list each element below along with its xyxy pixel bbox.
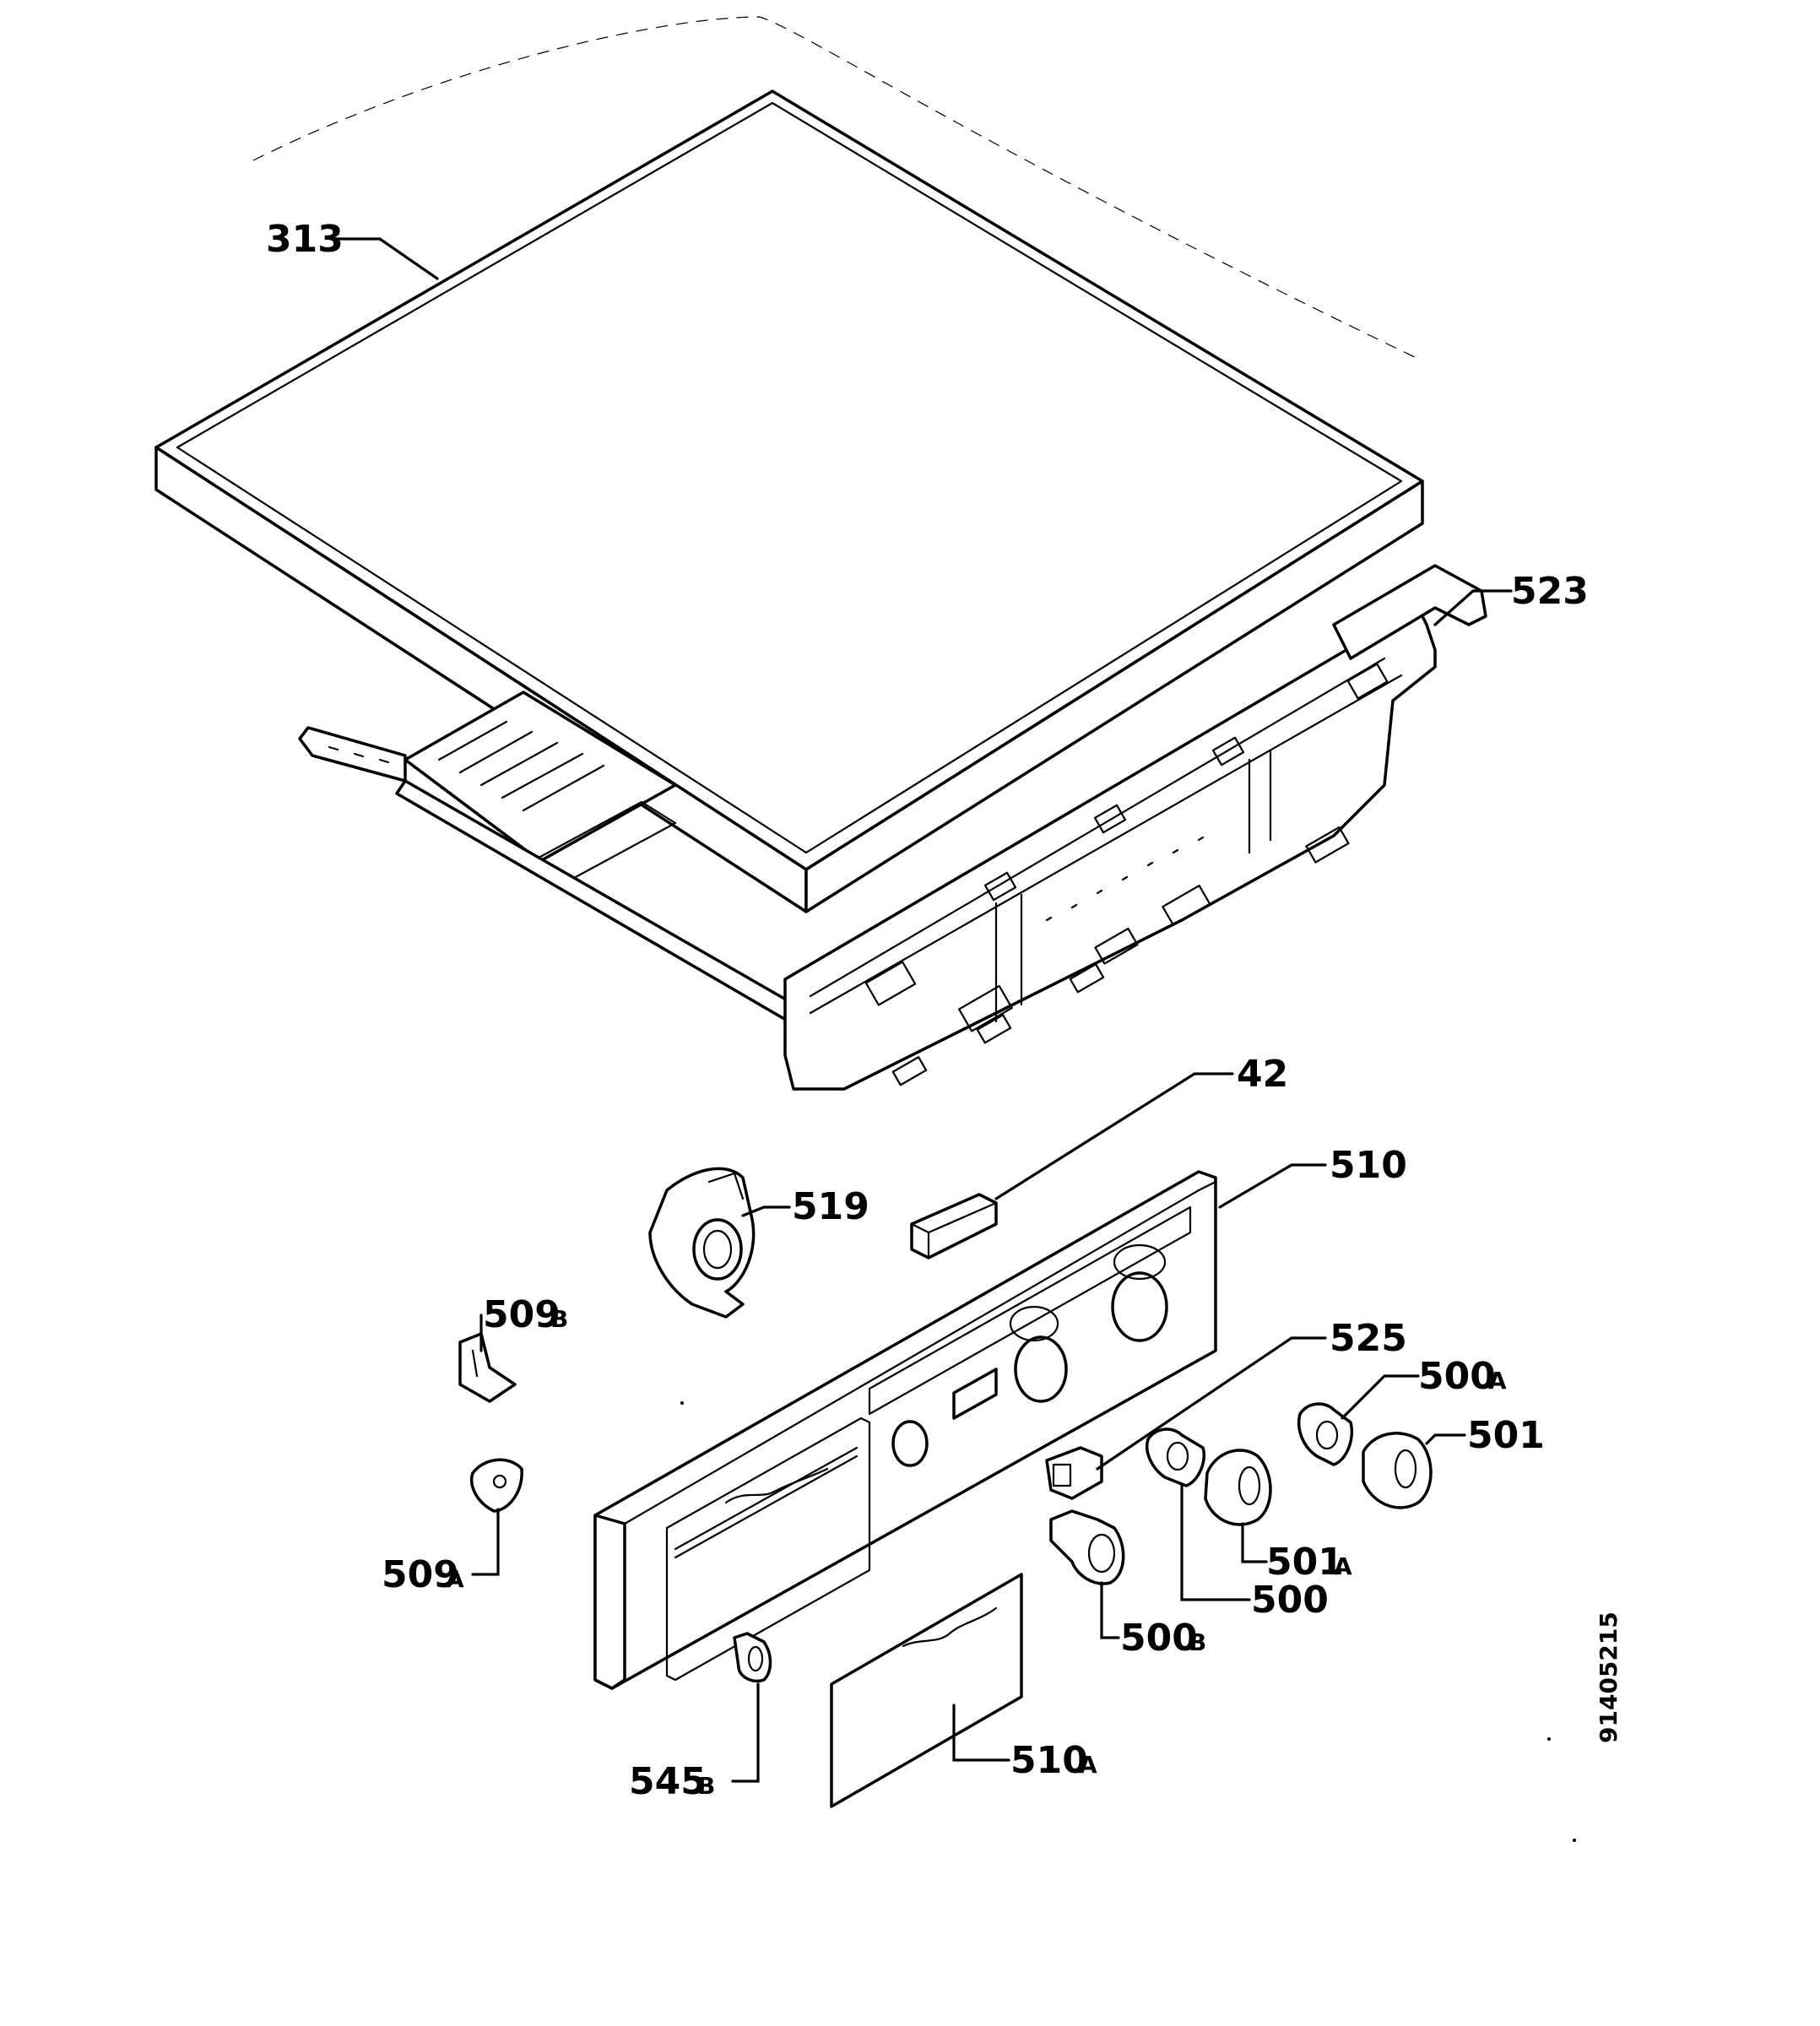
label-500a: 500 (1418, 1355, 1496, 1398)
label-510a: 510 (1010, 1739, 1088, 1782)
part-519-bracket (648, 1167, 756, 1319)
part-500b-button (1049, 1509, 1125, 1585)
part-509a-cam (470, 1458, 523, 1513)
part-545b-button (733, 1632, 772, 1682)
part-42-clip (910, 1193, 998, 1259)
label-501a-suffix: A (1334, 1552, 1352, 1580)
label-42: 42 (1237, 1053, 1288, 1096)
label-510a-suffix: A (1079, 1751, 1097, 1779)
leader-lines (329, 237, 1513, 1783)
part-500a-potentiometer (1297, 1402, 1353, 1466)
part-509b-bracket (458, 1332, 517, 1403)
part-510-control-panel (593, 1170, 1217, 1690)
label-500a-suffix: A (1488, 1367, 1507, 1395)
label-509a-suffix: A (446, 1565, 464, 1593)
part-510a-panel-insert (830, 1573, 1023, 1808)
part-501a-knob (1204, 1449, 1272, 1526)
label-501: 501 (1467, 1414, 1545, 1457)
label-545b: 545 (629, 1760, 707, 1803)
label-500: 500 (1251, 1579, 1329, 1622)
label-509b: 509 (483, 1293, 561, 1336)
label-313: 313 (266, 218, 344, 261)
part-525-switch (1045, 1446, 1103, 1500)
label-509b-suffix: B (550, 1305, 568, 1333)
label-519: 519 (792, 1185, 869, 1228)
label-509a: 509 (382, 1553, 459, 1596)
label-500b: 500 (1120, 1617, 1198, 1660)
part-500-potentiometer (1146, 1427, 1205, 1487)
label-500b-suffix: B (1189, 1628, 1206, 1656)
label-525: 525 (1330, 1317, 1407, 1360)
background-outline (252, 16, 1419, 360)
drawing-number: 91405215 (1595, 1612, 1622, 1743)
part-523-frame (298, 564, 1487, 1091)
part-labels: 313 523 42 510 519 509 B 525 500 A 501 5… (266, 218, 1589, 1803)
part-501-knob (1362, 1432, 1433, 1509)
label-510: 510 (1330, 1144, 1407, 1187)
label-545b-suffix: B (697, 1772, 715, 1800)
label-523: 523 (1511, 570, 1589, 613)
label-501a: 501 (1266, 1541, 1344, 1584)
